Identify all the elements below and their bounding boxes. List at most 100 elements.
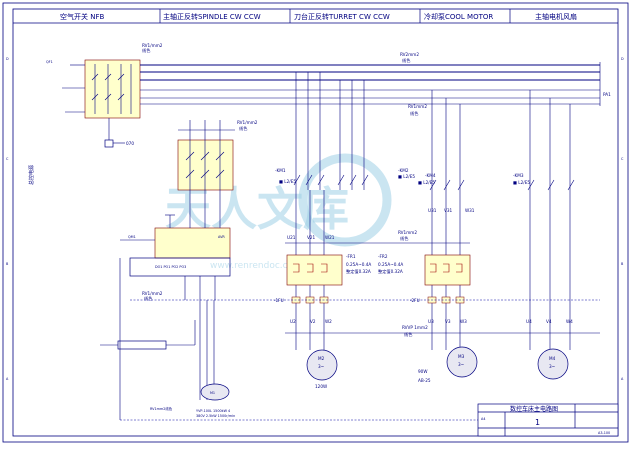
turret-fu1-label: -1FU	[274, 298, 284, 303]
title-block: 数控车床主电路图 1 A4 A3-100	[477, 403, 619, 437]
turret-km1: -KM1	[275, 168, 286, 173]
border-letter: D	[6, 57, 9, 61]
border-letter: A	[6, 377, 9, 381]
vfd-out-sub: 线色	[144, 295, 153, 301]
contactor-label: RV1/mm2	[237, 120, 258, 125]
coolant-motor-power: 90W	[418, 369, 427, 374]
turret-motor-power: 120W	[315, 384, 327, 389]
fan-motor: M4 3~	[537, 348, 569, 380]
coolant-motor: M3 3~ 90W AB-25	[418, 310, 478, 383]
border-letter: C	[6, 157, 9, 161]
fan-km4: -KM4	[425, 173, 436, 178]
terminal-block	[104, 139, 114, 148]
bus-label-top: RV2mm2	[400, 52, 419, 57]
border-letter: D	[621, 57, 624, 61]
turret-fr1-range: 0.25A~0.4A	[346, 262, 371, 267]
contactor-block: RV1/mm2 线色	[177, 120, 258, 191]
header-cell-spindle: 主轴正反转SPINDLE CW CCW	[163, 12, 261, 21]
watermark-text: 天人文库	[165, 182, 349, 236]
coolant-terminal-v: V31	[444, 208, 453, 213]
turret-out-u: U2	[290, 319, 296, 324]
vfd-motor: M1 YVP-100L 1500kW 4 380V 2.5kW 1500r/mi…	[150, 383, 235, 418]
coolant-km3: -KM3	[513, 173, 524, 178]
border-letters: D C B A D C B A	[6, 57, 624, 381]
turret-motor-phase: 3~	[318, 364, 325, 369]
breaker-left-label: QF1	[46, 60, 53, 64]
coolant-motor-model: AB-25	[418, 378, 431, 383]
header-cell-fan: 主轴电机风扇	[535, 12, 577, 21]
inner-frame	[12, 8, 619, 437]
border-letter: C	[621, 157, 624, 161]
fan-motor-phase: 3~	[549, 364, 556, 369]
turret-fr1-label: -FR1	[346, 254, 356, 259]
turret-km2: -KM2	[398, 168, 409, 173]
pe-label: RV1mm2线色	[150, 406, 173, 411]
bus-label-lower: RVVP 1mm2	[402, 325, 428, 330]
coolant-fuse: -2FU U3 V3 W3	[410, 296, 467, 324]
header-cell-nfb: 空气开关 NFB	[60, 12, 104, 21]
contactor-sub: 线色	[239, 125, 248, 131]
header-row: 空气开关 NFB 主轴正反转SPINDLE CW CCW 刀台正反转TURRET…	[13, 9, 618, 24]
header-cell-coolant: 冷却泵COOL MOTOR	[424, 12, 493, 21]
turret-feeders: -KM1 ■ L2/E5 -KM2 ■ L2/E5 U21 V21 W21 RV…	[275, 72, 470, 310]
fan-out-w: W4	[566, 319, 573, 324]
turret-fr1-set: 整定值0.32A	[346, 268, 371, 275]
coolant-out-u: U3	[428, 319, 434, 324]
coolant-fu2-label: -2FU	[410, 298, 420, 303]
border-letter: B	[621, 262, 624, 266]
turret-km1-coil: ■ L2/E5	[279, 179, 296, 184]
coolant-fr2-range: 0.25A~0.4A	[378, 262, 403, 267]
bus-sub-mid: 线色	[410, 110, 419, 116]
coolant-km3-coil: ■ L2/E5	[513, 180, 530, 185]
coolant-terminal-u: U31	[428, 208, 437, 213]
title-block-id: A3-100	[598, 431, 610, 435]
coolant-out-w: W3	[460, 319, 467, 324]
main-breaker: QF1 RV1/mm2 线色 070	[46, 43, 163, 148]
bus-sub-top: 线色	[402, 57, 411, 63]
vfd-motor-label: M1	[210, 391, 215, 395]
vfd-out-label: RV1/mm2	[142, 291, 163, 296]
coolant-motor-phase: 3~	[458, 362, 465, 367]
breaker-top-sub: 线色	[142, 47, 151, 53]
braking-resistor	[100, 320, 196, 350]
title-block-code: A4	[481, 417, 485, 421]
vfd-left-label: QM1	[128, 235, 136, 239]
vfd-spec: YVP-100L 1500kW 4	[196, 409, 230, 413]
turret-out-v: V2	[310, 319, 316, 324]
bus-right-terminal: PA1	[603, 92, 611, 97]
turret-terminal-w: W21	[325, 235, 335, 240]
watermark-url: www.renrendoc.com	[210, 261, 302, 271]
coolant-fr2: -FR2 0.25A~0.4A 整定值0.32A	[378, 254, 471, 286]
fan-out-v: V4	[546, 319, 552, 324]
vfd-bottom-terminals: DO1 PO1 PO2 PO3	[155, 265, 186, 269]
border-letter: B	[6, 262, 9, 266]
turret-fr1: -FR1 0.25A~0.4A 整定值0.32A	[286, 254, 371, 286]
border-letter: A	[621, 377, 624, 381]
bus-label-mid: RV1mm2	[408, 104, 427, 109]
vfd-label: AVR	[218, 235, 225, 239]
turret-motor: M2 3~ 120W	[295, 310, 338, 389]
header-cell-turret: 刀台正反转TURRET CW CCW	[294, 12, 390, 21]
vfd-spec2: 380V 2.5kW 1500r/min	[196, 414, 235, 418]
coolant-out-v: V3	[445, 319, 451, 324]
breaker-top-label: RV1/mm2	[142, 43, 163, 48]
fan-feeders: -KM4 ■ L2/E5 U4 V4 W4	[418, 90, 575, 350]
coolant-fr2-set: 整定值0.32A	[378, 268, 403, 275]
title-block-sheet: 1	[535, 418, 540, 427]
turret-terminal-v: V21	[307, 235, 316, 240]
turret-cable-sub: 线色	[400, 235, 409, 241]
breaker-terminal: 070	[126, 141, 134, 146]
fan-km4-coil: ■ L2/E5	[418, 180, 435, 185]
side-label: 总控电源	[28, 165, 35, 185]
turret-cable-label: RV1mm2	[398, 230, 417, 235]
coolant-fr2-label: -FR2	[378, 254, 388, 259]
main-bus: RV2mm2 线色 RV1mm2 线色 PA1	[140, 52, 611, 116]
coolant-motor-label: M3	[458, 354, 465, 359]
fan-out-u: U4	[526, 319, 532, 324]
bus-sub-lower: 线色	[404, 331, 413, 337]
turret-out-w: W2	[325, 319, 332, 324]
turret-motor-label: M2	[318, 356, 325, 361]
turret-km2-coil: ■ L2/E5	[398, 174, 415, 179]
fan-motor-label: M4	[549, 356, 556, 361]
